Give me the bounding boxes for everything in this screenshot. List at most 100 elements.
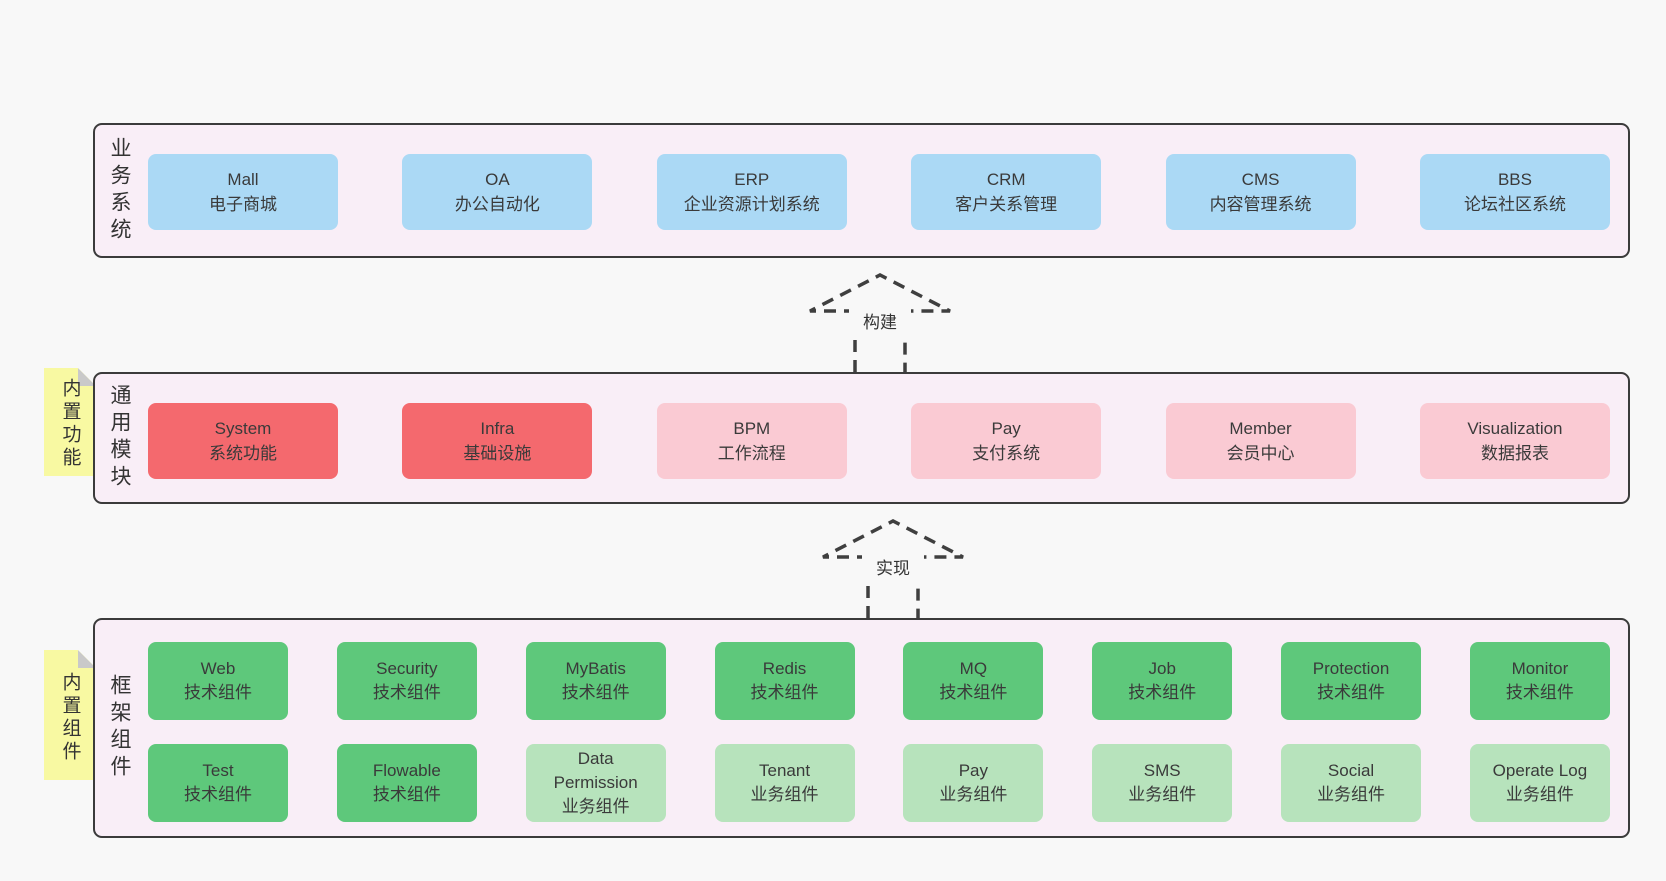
band-label-business-systems: 业务系统	[108, 136, 131, 245]
box-security: Security 技术组件	[336, 642, 477, 720]
box-title: BBS	[1497, 170, 1532, 189]
box-bbs: BBS 论坛社区系统	[1419, 154, 1610, 230]
box-subtitle: 办公自动化	[454, 195, 540, 214]
box-monitor: Monitor 技术组件	[1469, 642, 1610, 720]
box-infra: Infra 基础设施	[402, 403, 593, 479]
box-title: Member	[1229, 419, 1292, 438]
box-subtitle: 业务组件	[750, 785, 819, 804]
arrow-label: 构建	[863, 313, 897, 332]
box-title: ERP	[734, 170, 770, 189]
band-label-framework-components: 框架组件	[108, 674, 131, 782]
band-business-systems: 业务系统 Mall 电子商城 OA 办公自动化 ERP 企业资源计划系统 CRM…	[93, 123, 1630, 258]
box-protection: Protection 技术组件	[1281, 642, 1422, 720]
box-member: Member 会员中心	[1165, 403, 1356, 479]
box-title: OA	[485, 170, 510, 189]
box-subtitle: 技术组件	[561, 683, 630, 702]
sticky-note-built-in-components: 内置组件	[44, 650, 96, 780]
box-title: SMS	[1143, 761, 1181, 780]
box-mall: Mall 电子商城	[148, 154, 338, 230]
box-mq: MQ 技术组件	[903, 642, 1044, 720]
box-title: Pay	[991, 419, 1021, 438]
box-subtitle: 技术组件	[939, 683, 1008, 702]
box-visualization: Visualization 数据报表	[1419, 403, 1610, 479]
box-subtitle: 业务组件	[1317, 785, 1386, 804]
box-flowable: Flowable 技术组件	[336, 744, 477, 822]
box-test: Test 技术组件	[148, 744, 288, 822]
framework-components-row-2: Test 技术组件 Flowable 技术组件 Data Permission …	[148, 744, 1610, 822]
box-subtitle: 内容管理系统	[1209, 195, 1312, 214]
common-modules-row: System 系统功能 Infra 基础设施 BPM 工作流程 Pay 支付系统…	[148, 403, 1610, 479]
box-subtitle: 技术组件	[1128, 683, 1197, 702]
business-systems-row: Mall 电子商城 OA 办公自动化 ERP 企业资源计划系统 CRM 客户关系…	[148, 154, 1610, 230]
box-subtitle: 工作流程	[717, 444, 786, 463]
box-subtitle: 会员中心	[1226, 444, 1295, 463]
box-sms: SMS 业务组件	[1092, 744, 1233, 822]
box-subtitle: 技术组件	[372, 683, 441, 702]
framework-components-row-1: Web 技术组件 Security 技术组件 MyBatis 技术组件 Redi…	[148, 642, 1610, 720]
sticky-note-label: 内置组件	[59, 671, 81, 764]
box-system: System 系统功能	[148, 403, 338, 479]
box-title: Test	[202, 761, 234, 780]
box-oa: OA 办公自动化	[402, 154, 593, 230]
box-erp: ERP 企业资源计划系统	[656, 154, 847, 230]
box-title: Web	[200, 659, 236, 678]
box-title: BPM	[733, 419, 771, 438]
box-title: Visualization	[1467, 419, 1563, 438]
box-title: Operate Log	[1492, 761, 1588, 780]
sticky-note-built-in-features: 内置功能	[44, 368, 96, 476]
box-title: MyBatis	[565, 659, 626, 678]
box-crm: CRM 客户关系管理	[911, 154, 1102, 230]
box-title: Pay	[958, 761, 989, 780]
box-bpm: BPM 工作流程	[656, 403, 847, 479]
box-pay-module: Pay 支付系统	[911, 403, 1102, 479]
dashed-up-arrow-icon: 实现	[822, 519, 964, 618]
box-subtitle: 企业资源计划系统	[683, 195, 820, 214]
box-title: Job	[1148, 659, 1176, 678]
box-subtitle: 技术组件	[372, 785, 441, 804]
box-mybatis: MyBatis 技术组件	[525, 642, 666, 720]
box-title: MQ	[959, 659, 988, 678]
box-social: Social 业务组件	[1281, 744, 1422, 822]
box-job: Job 技术组件	[1092, 642, 1233, 720]
box-subtitle: 客户关系管理	[955, 195, 1058, 214]
box-data-permission: Data Permission 业务组件	[525, 744, 666, 822]
box-title: Redis	[762, 659, 807, 678]
box-title: Security	[376, 659, 438, 678]
dashed-up-arrow-icon: 构建	[809, 273, 951, 372]
box-subtitle: 系统功能	[209, 444, 277, 463]
box-subtitle: 论坛社区系统	[1463, 195, 1566, 214]
box-subtitle: 支付系统	[972, 444, 1041, 463]
box-operate-log: Operate Log 业务组件	[1469, 744, 1610, 822]
band-common-modules: 通用模块 System 系统功能 Infra 基础设施 BPM 工作流程 Pay…	[93, 372, 1630, 504]
box-subtitle: 业务组件	[1505, 785, 1574, 804]
box-subtitle: 技术组件	[1317, 683, 1386, 702]
band-framework-components: 框架组件 Web 技术组件 Security 技术组件 MyBatis 技术组件…	[93, 618, 1630, 838]
box-title: Data Permission	[553, 749, 638, 792]
box-subtitle: 业务组件	[939, 785, 1008, 804]
box-pay-component: Pay 业务组件	[903, 744, 1044, 822]
box-title: System	[214, 419, 272, 438]
box-subtitle: 电子商城	[209, 195, 277, 214]
box-cms: CMS 内容管理系统	[1165, 154, 1356, 230]
implement-arrow: 实现	[818, 504, 968, 618]
band-label-common-modules: 通用模块	[108, 384, 131, 492]
build-arrow: 构建	[805, 258, 955, 372]
box-redis: Redis 技术组件	[714, 642, 855, 720]
box-subtitle: 数据报表	[1480, 444, 1549, 463]
box-subtitle: 技术组件	[750, 683, 819, 702]
box-title: Social	[1327, 761, 1375, 780]
box-title: Protection	[1312, 659, 1390, 678]
box-title: CMS	[1241, 170, 1280, 189]
box-title: Flowable	[372, 761, 441, 780]
box-web: Web 技术组件	[148, 642, 288, 720]
box-subtitle: 技术组件	[184, 785, 252, 804]
box-subtitle: 技术组件	[1505, 683, 1574, 702]
box-title: Monitor	[1511, 659, 1569, 678]
box-subtitle: 技术组件	[184, 683, 252, 702]
box-subtitle: 业务组件	[1128, 785, 1197, 804]
box-title: CRM	[986, 170, 1026, 189]
box-subtitle: 基础设施	[463, 444, 532, 463]
arrow-label: 实现	[876, 559, 910, 578]
box-subtitle: 业务组件	[561, 797, 630, 816]
box-title: Tenant	[759, 761, 811, 780]
